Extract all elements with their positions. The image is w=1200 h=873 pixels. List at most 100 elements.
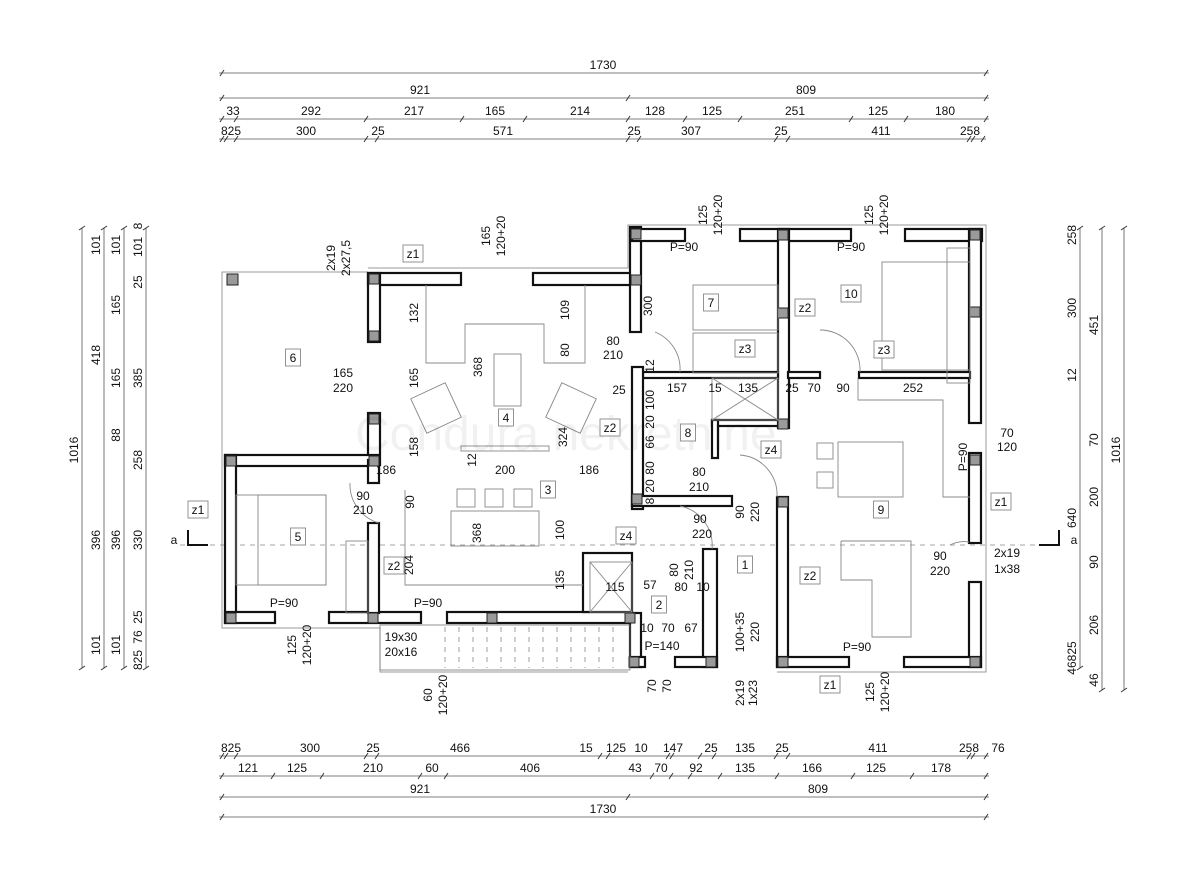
dimension-tick — [1120, 687, 1128, 693]
dimension-label: 25 — [131, 275, 145, 289]
annotation-label: 120 — [997, 440, 1017, 454]
annotation-label: 120+20 — [877, 194, 891, 235]
dimension-label: 411 — [871, 124, 890, 138]
dimension-label: 385 — [131, 368, 145, 388]
dimension-label: 101 — [131, 237, 145, 257]
dimension-tick — [100, 665, 108, 671]
dimension-tick — [1076, 225, 1084, 231]
dimension-tick — [980, 135, 986, 143]
dimension-label: 76 — [991, 741, 1005, 755]
room-number-4: 4 — [498, 408, 514, 427]
dimension-label: 128 — [645, 104, 665, 118]
annotation-label: 368 — [470, 523, 484, 543]
annotation-label: 125 — [285, 635, 299, 655]
annotation-label: 80 — [674, 580, 688, 594]
dimension-tick — [100, 225, 108, 231]
dimension-tick — [625, 793, 631, 801]
annotation-label: 80 — [558, 343, 572, 357]
annotation-label: 100+35 — [733, 611, 747, 652]
dimension-tick — [966, 135, 972, 143]
room-number: 5 — [295, 530, 302, 544]
annotation-label: 1x23 — [746, 680, 760, 706]
window-tag: z4 — [620, 529, 633, 543]
dimension-label: 147 — [663, 741, 683, 755]
dimension-tick — [909, 772, 915, 780]
annotation-label: 132 — [407, 303, 421, 323]
dimension-label: 258 — [960, 124, 980, 138]
annotation-label: P=90 — [843, 640, 872, 654]
dimension-label: 25 — [704, 741, 718, 755]
annotation-label: 165 — [407, 368, 421, 388]
annotation-label: 120+20 — [300, 624, 314, 665]
dimension-label: 300 — [296, 124, 316, 138]
annotation-label: 90 — [933, 549, 947, 563]
annotation-label: 210 — [353, 503, 373, 517]
annotation-label: 70 — [661, 621, 675, 635]
dimension-tick — [773, 752, 779, 760]
dimension-tick — [1120, 225, 1128, 231]
dimension-label: 1016 — [1109, 436, 1123, 463]
dimension-tick — [142, 225, 150, 231]
dimension-label: 214 — [570, 104, 590, 118]
annotation-label: 90 — [733, 505, 747, 519]
room-number: 9 — [878, 503, 885, 517]
annotation-label: 186 — [579, 463, 599, 477]
room-number-1: 1 — [737, 555, 753, 574]
dimension-tick — [233, 752, 239, 760]
annotation-label: 165 — [479, 226, 493, 246]
dimension-label: 15 — [579, 741, 593, 755]
dimension-tick — [219, 135, 225, 143]
dimension-label: 25 — [131, 610, 145, 624]
room-number-7: 7 — [703, 293, 719, 312]
dimension-tick — [374, 135, 380, 143]
dimension-tick — [219, 94, 225, 102]
window-tag: z2 — [388, 559, 401, 573]
annotation-label: 252 — [903, 381, 923, 395]
annotation-label: 120+20 — [711, 194, 725, 235]
dimension-label: 125 — [702, 104, 722, 118]
dimension-label: 466 — [450, 741, 470, 755]
dimension-label: 825 — [131, 650, 145, 670]
annotation-label: 12 — [643, 359, 657, 373]
dimension-tick — [983, 752, 989, 760]
dimension-label: 101 — [89, 635, 103, 655]
dimension-tick — [605, 752, 611, 760]
dimension-label: 200 — [1087, 487, 1101, 507]
window-tag: z1 — [995, 495, 1008, 509]
room-number: 1 — [742, 558, 749, 572]
annotation-label: 25 — [612, 383, 626, 397]
annotation-label: 70 — [660, 679, 674, 693]
window-tag-z1: z1 — [187, 500, 209, 519]
dimension-label: 1016 — [67, 436, 81, 463]
dimension-tick — [649, 772, 655, 780]
annotation-label: 70 — [807, 381, 821, 395]
dimension-tick — [785, 752, 791, 760]
dimension-label: 418 — [89, 345, 103, 365]
room-number-3: 3 — [540, 480, 556, 499]
annotation-label: 90 — [836, 381, 850, 395]
annotation-label: a — [171, 533, 178, 547]
annotation-label: a — [1071, 533, 1078, 547]
annotation-label: 80 — [643, 461, 657, 475]
annotation-label: 2x19 — [324, 245, 338, 271]
dimension-label: 43 — [628, 761, 642, 775]
dimension-tick — [773, 135, 779, 143]
annotation-label: 158 — [407, 437, 421, 457]
dimension-label: 25 — [371, 124, 385, 138]
dimension-label: 25 — [775, 741, 789, 755]
window-tag: z3 — [878, 343, 891, 357]
dimension-label: 292 — [301, 104, 321, 118]
dimension-tick — [983, 115, 989, 123]
dimension-tick — [983, 793, 989, 801]
dimension-label: 921 — [410, 782, 430, 796]
window-tag: z2 — [799, 301, 812, 315]
dimension-tick — [219, 793, 225, 801]
annotation-label: P=90 — [270, 596, 299, 610]
dimension-label: 825 — [221, 741, 241, 755]
annotation-label: 20x16 — [385, 645, 418, 659]
dimension-tick — [219, 772, 225, 780]
annotation-label: 210 — [682, 560, 696, 580]
dimension-tick — [711, 752, 717, 760]
dimension-tick — [597, 752, 603, 760]
